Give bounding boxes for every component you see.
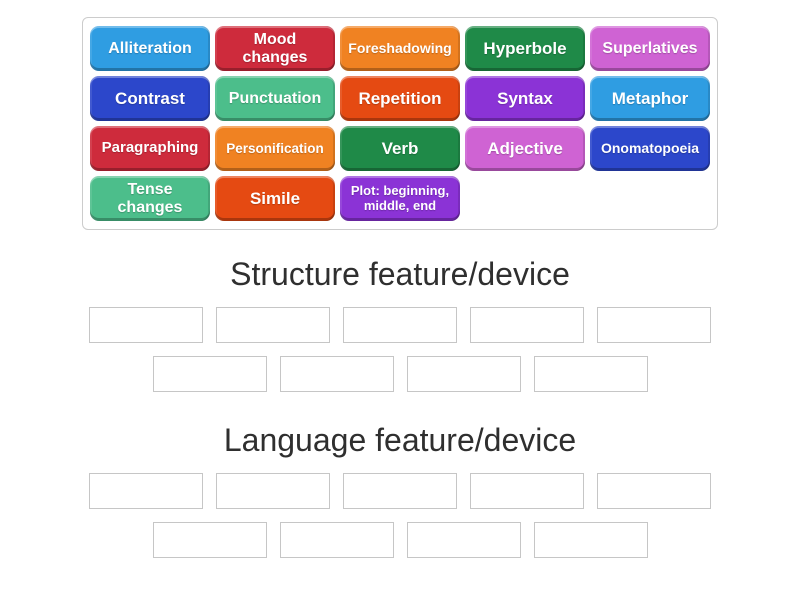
word-tile-superlatives[interactable]: Superlatives [590,26,710,71]
word-tile-foreshadowing[interactable]: Foreshadowing [340,26,460,71]
drop-slot[interactable] [279,522,394,558]
word-tile-hyperbole[interactable]: Hyperbole [465,26,585,71]
word-tile-metaphor[interactable]: Metaphor [590,76,710,121]
drop-slot[interactable] [216,473,330,509]
group-title-structure: Structure feature/device [230,256,570,292]
word-tile-adjective[interactable]: Adjective [465,126,585,171]
drop-slot[interactable] [89,307,203,343]
slot-row [0,522,800,558]
word-tile-verb[interactable]: Verb [340,126,460,171]
drop-slot[interactable] [152,522,267,558]
word-tile-contrast[interactable]: Contrast [90,76,210,121]
drop-slot[interactable] [470,307,584,343]
group-title-language: Language feature/device [223,422,577,458]
group-section-language: Language feature/device [0,422,800,558]
word-tile-plot-beginning-middle-end[interactable]: Plot: beginning, middle, end [340,176,460,221]
drop-slot[interactable] [343,307,457,343]
drop-slot[interactable] [597,473,711,509]
slot-row [0,356,800,392]
slot-row [0,473,800,509]
drop-slot[interactable] [533,522,648,558]
drop-slot[interactable] [279,356,394,392]
slot-row [0,307,800,343]
word-tile-alliteration[interactable]: Alliteration [90,26,210,71]
drop-slot[interactable] [470,473,584,509]
drop-slot[interactable] [406,522,521,558]
drop-slot[interactable] [89,473,203,509]
drop-slot[interactable] [597,307,711,343]
word-tile-paragraphing[interactable]: Paragraphing [90,126,210,171]
word-tile-personification[interactable]: Personification [215,126,335,171]
word-tile-simile[interactable]: Simile [215,176,335,221]
word-tile-tense-changes[interactable]: Tense changes [90,176,210,221]
word-tile-syntax[interactable]: Syntax [465,76,585,121]
word-tile-punctuation[interactable]: Punctuation [215,76,335,121]
group-slots-language [0,473,800,558]
group-section-structure: Structure feature/device [0,256,800,392]
drop-slot[interactable] [533,356,648,392]
group-slots-structure [0,307,800,392]
word-tile-repetition[interactable]: Repetition [340,76,460,121]
drop-slot[interactable] [152,356,267,392]
word-tile-onomatopoeia[interactable]: Onomatopoeia [590,126,710,171]
drop-slot[interactable] [406,356,521,392]
drop-slot[interactable] [216,307,330,343]
drop-slot[interactable] [343,473,457,509]
word-tile-mood-changes[interactable]: Mood changes [215,26,335,71]
